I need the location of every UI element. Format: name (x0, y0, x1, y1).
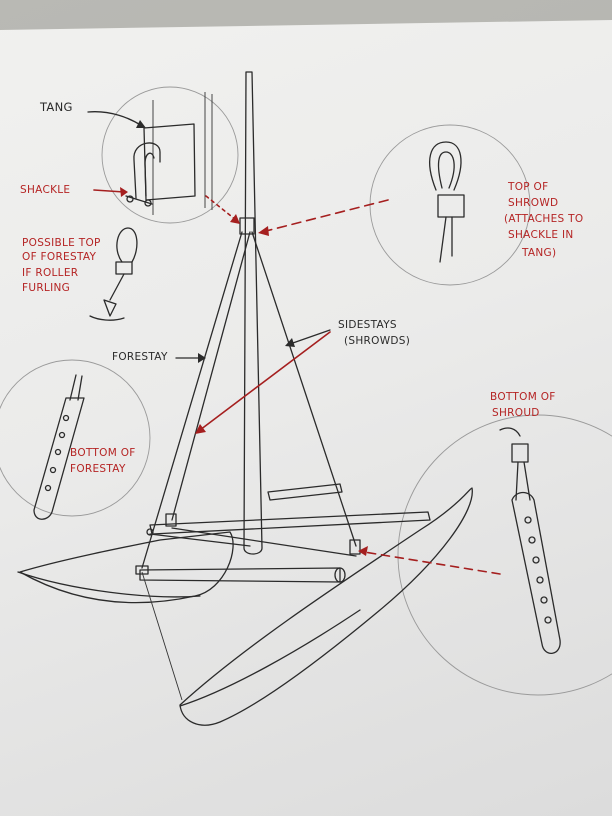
shackle-arrow (93, 189, 125, 193)
top-of-shroud-line-5: tang) (522, 247, 557, 259)
rigging-stays (141, 231, 357, 701)
detail-circle-top-shroud (369, 124, 531, 286)
bottom-of-forestay-line-1: Bottom of (70, 447, 136, 459)
bottom-of-forestay-line-2: forestay (70, 463, 126, 475)
top-shroud-arrow (261, 199, 389, 233)
top-shroud-detail (429, 141, 465, 263)
pencil-arrows (87, 111, 331, 363)
bottom-shroud-arrow (363, 551, 501, 575)
tang-to-mast-arrow (205, 195, 237, 221)
shroud-arrow (289, 329, 331, 345)
detail-circle-tang (101, 86, 239, 224)
bottom-shroud-detail (499, 427, 561, 654)
sidestays-arrow (199, 331, 331, 431)
bottom-forestay-detail (33, 374, 85, 520)
detail-circle-bottom-shroud (397, 414, 612, 696)
detail-circle-bottom-forestay (0, 359, 151, 517)
catamaran-hulls (17, 487, 473, 726)
top-of-shroud-line-4: shackle in (508, 229, 574, 241)
cross-beams (139, 483, 431, 583)
top-of-shroud-line-1: Top of (508, 181, 549, 193)
forestay-label: Forestay (112, 351, 168, 363)
paper-top-shadow (0, 0, 612, 30)
possible-top-label-line-4: furling (22, 282, 71, 294)
sidestays-label-line-1: Sidestays (338, 319, 397, 331)
bottom-of-shroud-line-2: shroud (492, 407, 540, 419)
stay-fittings (135, 513, 361, 575)
forestay-top-sketch (89, 227, 138, 321)
bottom-of-shroud-line-1: Bottom of (490, 391, 556, 403)
annotation-arrows (93, 187, 501, 575)
possible-top-label-line-3: if roller (22, 267, 79, 279)
top-of-shroud-line-3: (attaches to (504, 213, 584, 225)
tang-detail (125, 92, 213, 215)
tang-arrow (87, 111, 143, 127)
tang-label: Tang (40, 100, 73, 114)
mast (239, 71, 263, 555)
top-of-shroud-line-2: shrowd (508, 197, 559, 209)
shackle-label: Shackle (20, 184, 71, 196)
possible-top-label-line-2: of forestay (22, 251, 97, 263)
possible-top-label-line-1: Possible top (22, 237, 101, 249)
sidestays-label-line-2: (shrowds) (344, 335, 411, 347)
